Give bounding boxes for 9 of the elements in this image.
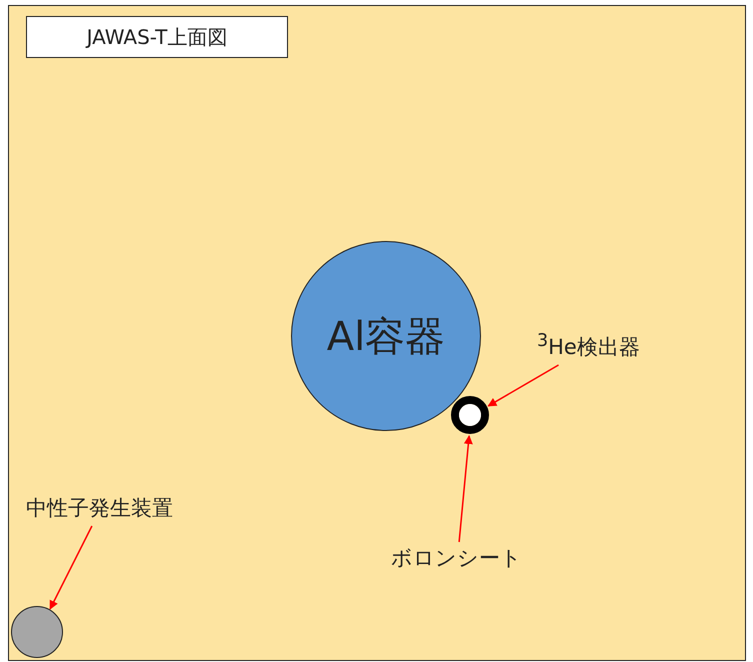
neutron-source-label: 中性子発生装置 xyxy=(26,494,173,522)
detector-label: $^{3}$He検出器 xyxy=(537,331,640,361)
container-circle: Al容器 xyxy=(291,241,481,431)
neutron-source-circle xyxy=(11,606,63,658)
leader-arrow xyxy=(458,435,473,542)
boron-sheet-label: ボロンシート xyxy=(391,544,522,572)
leader-arrow xyxy=(488,364,559,407)
title-box: JAWAS-T上面図 xyxy=(26,16,288,58)
leader-arrow xyxy=(49,526,93,610)
